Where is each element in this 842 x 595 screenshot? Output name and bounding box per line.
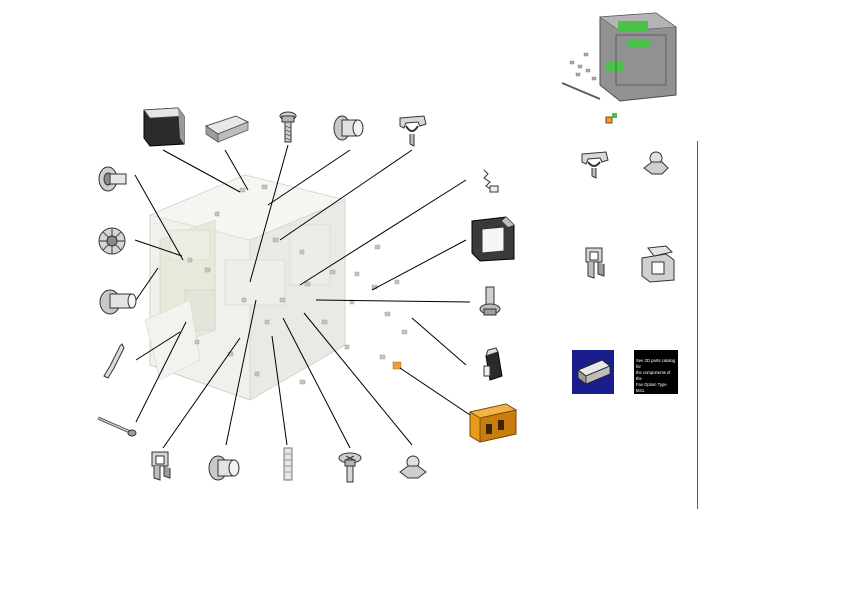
pad-icon xyxy=(204,115,250,143)
spring-icon xyxy=(483,169,499,193)
thumb-star-clip[interactable] xyxy=(640,148,672,178)
clamp-icon xyxy=(581,151,609,179)
roller-icon xyxy=(99,289,137,315)
star-clip-part[interactable] xyxy=(396,452,430,482)
gear-knob-part[interactable] xyxy=(96,164,132,194)
holder-icon xyxy=(641,245,675,283)
latch-part[interactable] xyxy=(480,346,506,384)
exploded-assembly-diagram xyxy=(134,144,471,449)
flange-screw-icon xyxy=(338,452,362,483)
leader-lines xyxy=(134,144,471,449)
roller-part[interactable] xyxy=(96,282,138,316)
fax-option-note-tile[interactable]: See 2D parts catalog for the components … xyxy=(634,350,678,394)
collar-part[interactable] xyxy=(206,448,244,482)
link-icon xyxy=(103,343,125,379)
note-line-2: the components of the xyxy=(636,370,671,381)
coil-spring-part[interactable] xyxy=(280,446,296,482)
bracket-icon xyxy=(471,216,515,262)
overview-thumbnail[interactable] xyxy=(556,5,680,135)
cover-plate-icon xyxy=(143,107,185,147)
stud-icon xyxy=(479,286,501,316)
clip-icon xyxy=(585,247,605,279)
star-clip-icon xyxy=(643,151,669,175)
thumb-rounded-pad[interactable] xyxy=(572,350,614,394)
main-frame-assembly[interactable] xyxy=(144,174,408,401)
latch-icon xyxy=(483,347,503,381)
gear-wheel-part[interactable] xyxy=(96,224,132,258)
bushing-part[interactable] xyxy=(330,112,366,146)
thumb-bracket-holder[interactable] xyxy=(638,244,678,284)
small-spring-part[interactable] xyxy=(478,168,502,194)
star-clip-icon xyxy=(399,455,427,479)
clamp-icon xyxy=(399,115,427,147)
screw-part[interactable] xyxy=(276,110,300,146)
board-icon xyxy=(468,403,518,443)
flange-screw-part[interactable] xyxy=(336,450,364,484)
bent-link-part[interactable] xyxy=(100,340,130,384)
pin-icon xyxy=(97,416,137,437)
stud-screw-part[interactable] xyxy=(478,285,502,319)
thumb-cable-clamp[interactable] xyxy=(578,148,612,180)
cable-clamp-part[interactable] xyxy=(396,112,430,148)
screw-icon xyxy=(279,111,297,143)
cover-plate-part[interactable] xyxy=(140,104,188,150)
highlighted-board-part[interactable] xyxy=(466,400,522,446)
note-line-3: Fax Option Type M41. xyxy=(636,382,667,393)
rounded-pad-part[interactable] xyxy=(202,112,250,144)
thumb-wire-clip[interactable] xyxy=(580,244,610,284)
wire-clip-part[interactable] xyxy=(146,448,176,484)
bracket-frame-part[interactable] xyxy=(468,215,518,263)
gear-icon xyxy=(98,166,127,192)
clip-icon xyxy=(151,451,171,481)
long-pin-part[interactable] xyxy=(94,412,138,440)
coil-icon xyxy=(283,447,293,481)
gear-wheel-icon xyxy=(98,227,126,255)
panel-divider xyxy=(697,141,698,509)
note-line-1: See 2D parts catalog for xyxy=(636,358,676,369)
collar-icon xyxy=(208,455,240,481)
pad-icon xyxy=(577,359,611,385)
bushing-icon xyxy=(333,115,364,141)
